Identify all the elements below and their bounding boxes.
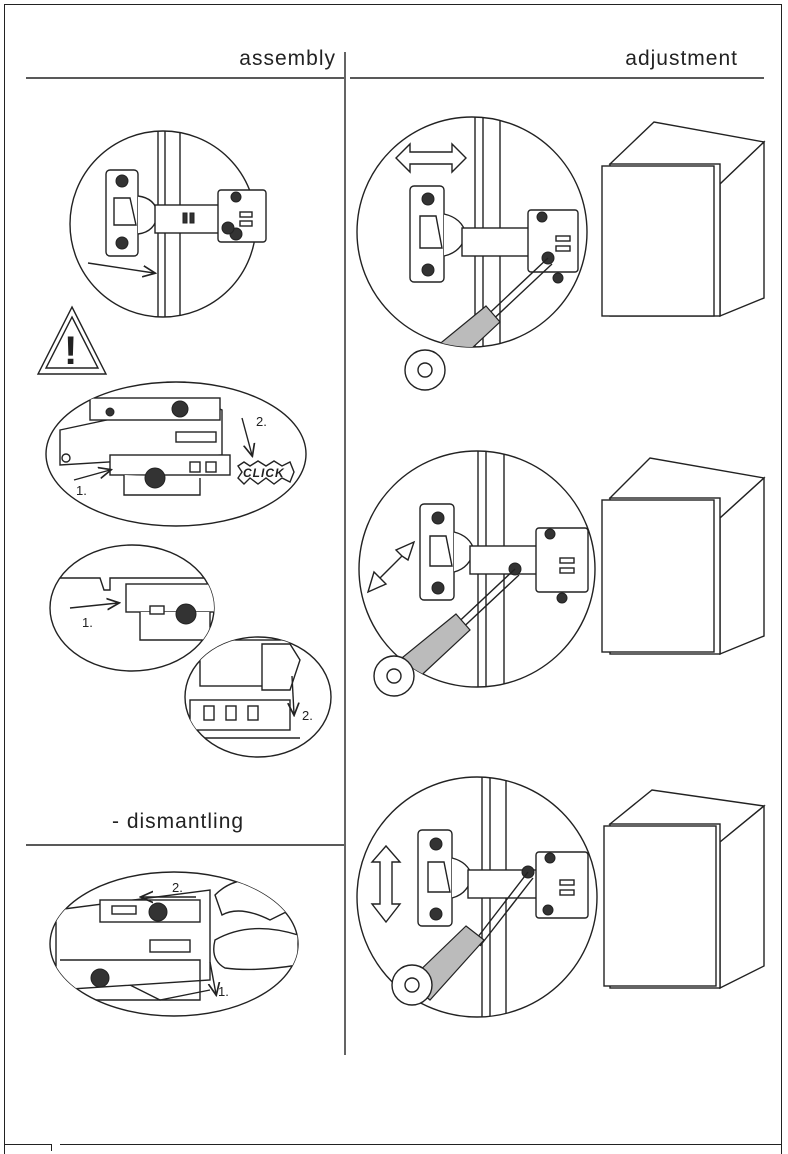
- warning-icon: !: [36, 305, 108, 375]
- insert-arrow: [87, 262, 154, 273]
- screwdriver-icon: [419, 257, 553, 347]
- snap-arrow-1: [73, 470, 110, 481]
- side-adjust-circle: [356, 116, 588, 391]
- snap-step-1-label: 1.: [76, 483, 87, 498]
- click-burst: [237, 460, 295, 485]
- depth-adjust-arrow: [366, 540, 416, 594]
- height-adjust-arrow: [370, 844, 402, 924]
- dismantle-arrow-1: [210, 961, 216, 994]
- footer-box: [4, 1144, 52, 1151]
- page-frame: [4, 4, 782, 1154]
- click-label: CLICK: [243, 466, 285, 480]
- dismantling-ellipse: 2. 1.: [49, 871, 299, 1017]
- cabinet-icon: [601, 121, 766, 318]
- snap-arrow-2: [241, 417, 252, 455]
- footer-rule: [60, 1144, 782, 1145]
- hinge-icon: [105, 169, 267, 257]
- height-adjust-circle: [356, 776, 598, 1018]
- cabinet-icon: [601, 457, 766, 656]
- release-arrow-2: [292, 675, 294, 714]
- release-ellipse: 1.: [49, 544, 215, 672]
- release-detail-ellipse: 2.: [184, 636, 332, 758]
- depth-adjust-circle: [358, 450, 596, 697]
- snap-step-2-label: 2.: [256, 414, 267, 429]
- release-step-2-label: 2.: [302, 708, 313, 723]
- screwdriver-handle-end: [373, 655, 415, 697]
- dismantle-step-1-label: 1.: [218, 984, 229, 999]
- adjustment-heading: adjustment: [625, 47, 738, 70]
- release-step-1-label: 1.: [82, 615, 93, 630]
- clip-on-ellipse: CLICK 1. 2.: [45, 381, 307, 527]
- screwdriver-handle-end: [391, 964, 433, 1006]
- warning-mark: !: [64, 329, 77, 373]
- assembly-heading: assembly: [239, 47, 336, 70]
- dismantle-step-2-label: 2.: [172, 880, 183, 895]
- side-adjust-arrow: [395, 142, 467, 174]
- dismantling-heading: - dismantling: [112, 810, 245, 833]
- screwdriver-handle-end: [404, 349, 446, 391]
- assembly-hinge-circle: [69, 130, 267, 318]
- release-arrow-1: [69, 603, 118, 608]
- cabinet-icon: [603, 789, 766, 990]
